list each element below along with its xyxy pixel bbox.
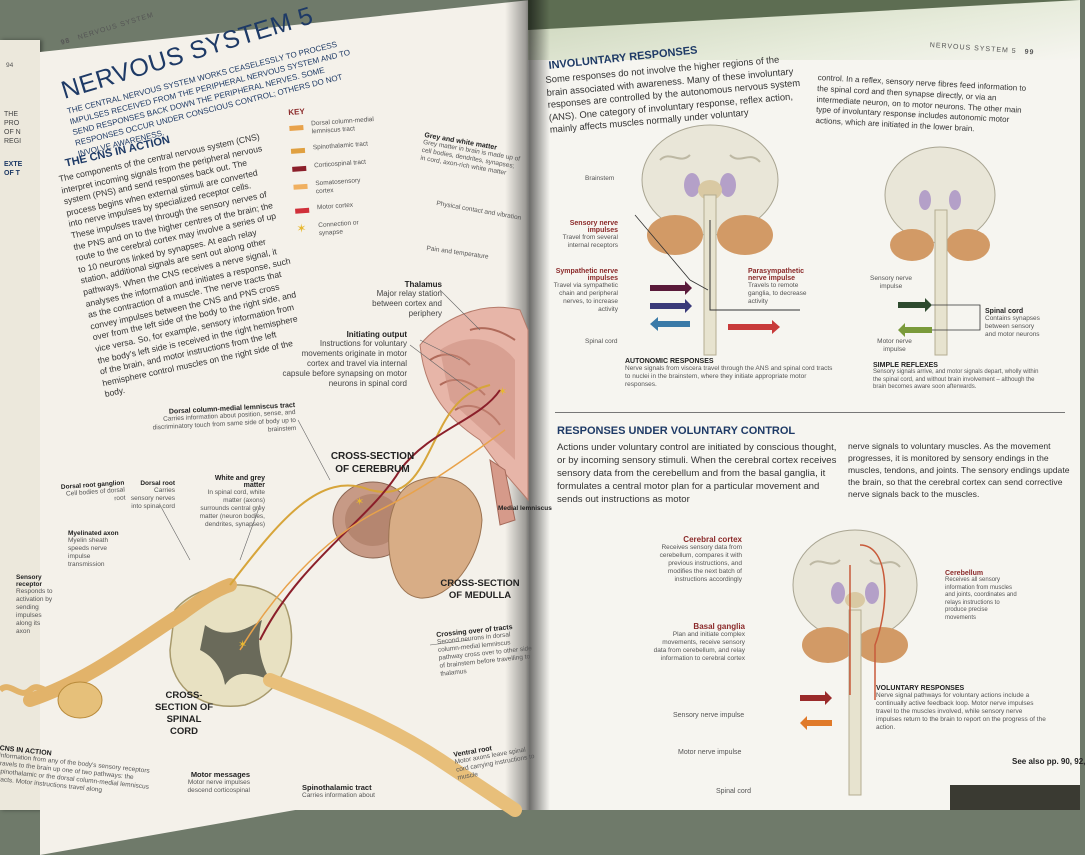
brain-ventricle bbox=[720, 173, 736, 197]
sensory-receptor-shape bbox=[0, 684, 63, 696]
see-also-reference: See also pp. 90, 92, bbox=[1012, 757, 1085, 766]
label-cross-section-cerebrum: CROSS-SECTION OF CEREBRUM bbox=[330, 451, 415, 475]
label-cerebral-cortex: Cerebral cortex Receives sensory data fr… bbox=[659, 535, 742, 583]
label-sensory-receptor: Sensory receptor Responds to activation … bbox=[16, 574, 53, 635]
label-initiating-output: Initiating output Instructions for volun… bbox=[282, 330, 407, 388]
voluntary-body-left: Actions under voluntary control are init… bbox=[557, 442, 837, 505]
divider-line bbox=[555, 412, 1065, 413]
label-white-grey-matter: White and grey matter In spinal cord, wh… bbox=[199, 475, 265, 528]
brain-ventricle bbox=[831, 582, 845, 604]
cerebellum-shape bbox=[890, 229, 934, 261]
autonomic-illustration bbox=[634, 124, 800, 356]
label-sensory-nerve-impulses: Sensory nerve impulses Travel from sever… bbox=[562, 220, 618, 249]
background-book-page bbox=[0, 40, 40, 810]
sensory-arrow-left bbox=[650, 317, 690, 331]
brain-ventricle bbox=[919, 190, 931, 210]
ventral-root-nerve bbox=[263, 673, 522, 817]
label-voluntary-sensory: Sensory nerve impulse bbox=[673, 712, 745, 719]
cerebellum-shape bbox=[946, 229, 990, 261]
brain-ventricle bbox=[865, 582, 879, 604]
nerve-path-line bbox=[709, 220, 800, 311]
label-crossing-tracts: Crossing over of tracts Second neurons i… bbox=[436, 623, 533, 678]
dorsal-root-nerve bbox=[23, 578, 237, 707]
synapse-star-icon: ✶ bbox=[238, 639, 247, 651]
brain-grey-matter bbox=[440, 339, 515, 460]
label-cross-section-medulla: CROSS-SECTION OF MEDULLA bbox=[440, 578, 520, 601]
label-parasympathetic-impulse: Parasympathetic nerve impulse Travels to… bbox=[748, 268, 807, 305]
feedback-loop-line bbox=[849, 544, 886, 700]
label-reflex-spinal-cord: Spinal cord Contains synapses between se… bbox=[985, 308, 1040, 338]
spinal-grey-butterfly bbox=[200, 620, 270, 685]
motor-axon-line bbox=[259, 389, 501, 641]
nerve-path-line bbox=[634, 214, 709, 291]
parasympathetic-arrow bbox=[728, 320, 780, 334]
autonomic-caption: AUTONOMIC RESPONSES Nerve signals from v… bbox=[625, 358, 833, 388]
voluntary-heading: RESPONSES UNDER VOLUNTARY CONTROL bbox=[557, 425, 796, 437]
sensory-axon-line bbox=[229, 384, 491, 586]
synapse-star-icon: ✶ bbox=[498, 386, 507, 398]
label-sympathetic-impulses: Sympathetic nerve impulses Travel via sy… bbox=[553, 268, 618, 313]
cerebellum-shape bbox=[647, 215, 703, 255]
background-page-number: 94 bbox=[6, 62, 14, 69]
brain-ventricle bbox=[684, 173, 700, 197]
nervous-pathway-illustration: ✶ ✶ ✶ bbox=[0, 289, 529, 817]
spinothalamic-line bbox=[239, 429, 506, 651]
sensory-arrow bbox=[898, 298, 932, 312]
label-voluntary-motor: Motor nerve impulse bbox=[678, 749, 742, 756]
label-reflex-sensory: Sensory nerve impulse bbox=[870, 275, 912, 290]
reflex-caption: SIMPLE REFLEXES Sensory signals arrive, … bbox=[873, 362, 1039, 390]
brainstem bbox=[489, 458, 516, 526]
myelinated-axon-segment bbox=[57, 681, 103, 719]
label-spinothalamic-tract: Spinothalamic tract Carries information … bbox=[302, 783, 375, 799]
spinal-cord-column bbox=[848, 609, 862, 796]
cerebellum-shape bbox=[802, 627, 854, 663]
voluntary-sensory-arrow bbox=[800, 716, 832, 730]
label-basal-ganglia: Basal ganglia Plan and initiate complex … bbox=[653, 622, 745, 662]
label-thalamus: Thalamus Major relay station between cor… bbox=[372, 280, 442, 318]
basal-ganglia-shape bbox=[845, 592, 865, 608]
label-reflex-motor: Motor nerve impulse bbox=[877, 338, 912, 353]
cerebellum-shape bbox=[856, 627, 908, 663]
voluntary-body-right: nerve signals to voluntary muscles. As t… bbox=[848, 441, 1070, 499]
sympathetic-arrow bbox=[650, 299, 692, 313]
background-text-fragments: THE PRO OF N REGI EXTE OF T bbox=[4, 111, 23, 177]
reflex-loop-line bbox=[932, 304, 981, 331]
label-motor-messages: Motor messages Motor nerve impulses desc… bbox=[187, 770, 250, 794]
label-voluntary-spinal-cord: Spinal cord bbox=[716, 788, 752, 795]
spinal-cord-column bbox=[934, 209, 948, 356]
voluntary-illustration bbox=[792, 529, 918, 796]
right-page bbox=[528, 0, 1080, 810]
involuntary-body-right: control. In a reflex, sensory nerve fibr… bbox=[815, 73, 1027, 134]
label-cross-section-spinal-cord: CROSS-SECTION OF SPINAL CORD bbox=[154, 690, 214, 737]
voluntary-caption: VOLUNTARY RESPONSES Nerve signal pathway… bbox=[876, 685, 1046, 731]
label-brainstem: Brainstem bbox=[585, 175, 615, 182]
cerebellum-shape bbox=[717, 215, 773, 255]
label-dorsal-root-ganglion: Dorsal root ganglion Cell bodies of dors… bbox=[60, 479, 126, 503]
brain-folds bbox=[809, 559, 901, 568]
label-medial-lemniscus: Medial lemniscus bbox=[498, 505, 552, 512]
label-spinal-cord-autonomic: Spinal cord bbox=[585, 338, 618, 345]
motor-arrow bbox=[898, 323, 932, 337]
leader-lines bbox=[159, 289, 481, 646]
label-myelinated-axon: Myelinated axon Myelin sheath speeds ner… bbox=[68, 530, 119, 568]
voluntary-motor-arrow bbox=[800, 691, 832, 705]
table-surface-bottom-right bbox=[950, 785, 1080, 810]
label-cerebellum: Cerebellum Receives all sensory informat… bbox=[945, 570, 1017, 621]
brain-folds bbox=[659, 154, 761, 163]
reflex-illustration bbox=[884, 146, 996, 356]
label-dorsal-root: Dorsal root Carries sensory nerves into … bbox=[130, 480, 175, 510]
brain-ventricle bbox=[949, 190, 961, 210]
medulla-cross-section bbox=[388, 476, 483, 599]
sympathetic-arrow bbox=[650, 281, 692, 295]
synapse-star-icon: ✶ bbox=[355, 496, 364, 508]
